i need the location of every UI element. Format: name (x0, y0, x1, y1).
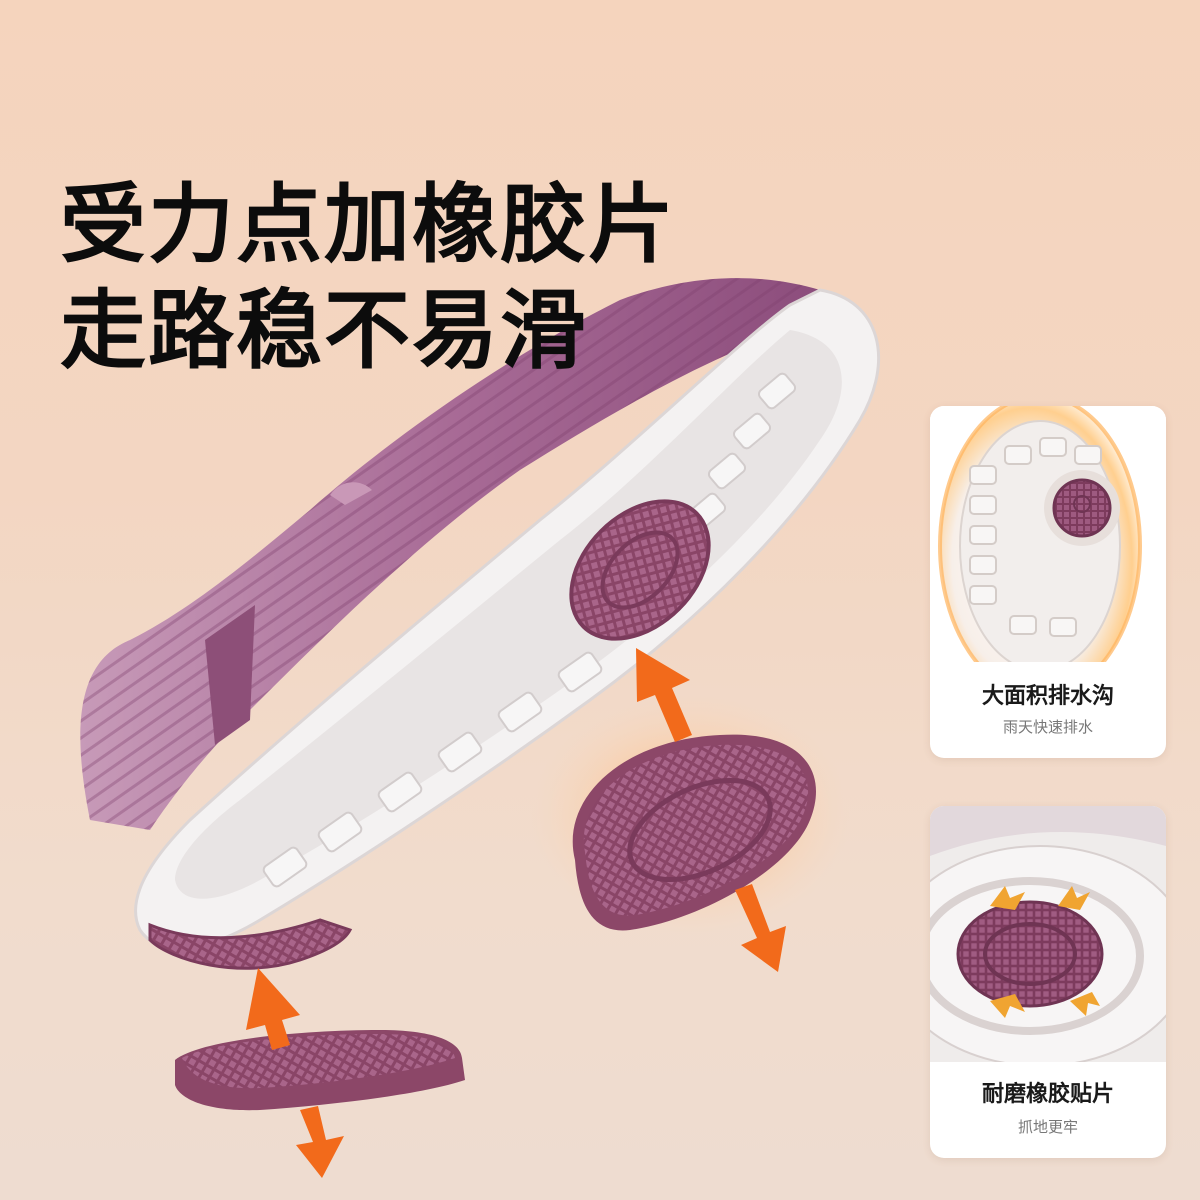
arrow-icon (246, 648, 786, 1178)
headline-line-1: 受力点加橡胶片 (60, 175, 676, 275)
card-subtitle: 雨天快速排水 (1002, 718, 1093, 736)
forefoot-rubber-pad (569, 499, 711, 641)
heel-rubber-pad (148, 918, 353, 970)
card-title: 大面积排水沟 (981, 684, 1114, 709)
headline: 受力点加橡胶片 走路稳不易滑 (60, 172, 676, 384)
detached-forefoot-piece (572, 734, 816, 931)
feature-card-drainage: 大面积排水沟 雨天快速排水 (930, 406, 1166, 758)
shoe-upper (80, 278, 821, 830)
rubber-patch-photo (930, 806, 1166, 1062)
sole-drainage-photo (930, 406, 1166, 662)
card-subtitle: 抓地更牢 (1017, 1118, 1078, 1136)
shoe-sole (134, 288, 881, 970)
card-title: 耐磨橡胶贴片 (981, 1082, 1114, 1107)
headline-line-2: 走路稳不易滑 (60, 281, 588, 381)
feature-card-rubber: 耐磨橡胶贴片 抓地更牢 (930, 806, 1166, 1158)
detached-heel-piece (175, 1030, 465, 1111)
